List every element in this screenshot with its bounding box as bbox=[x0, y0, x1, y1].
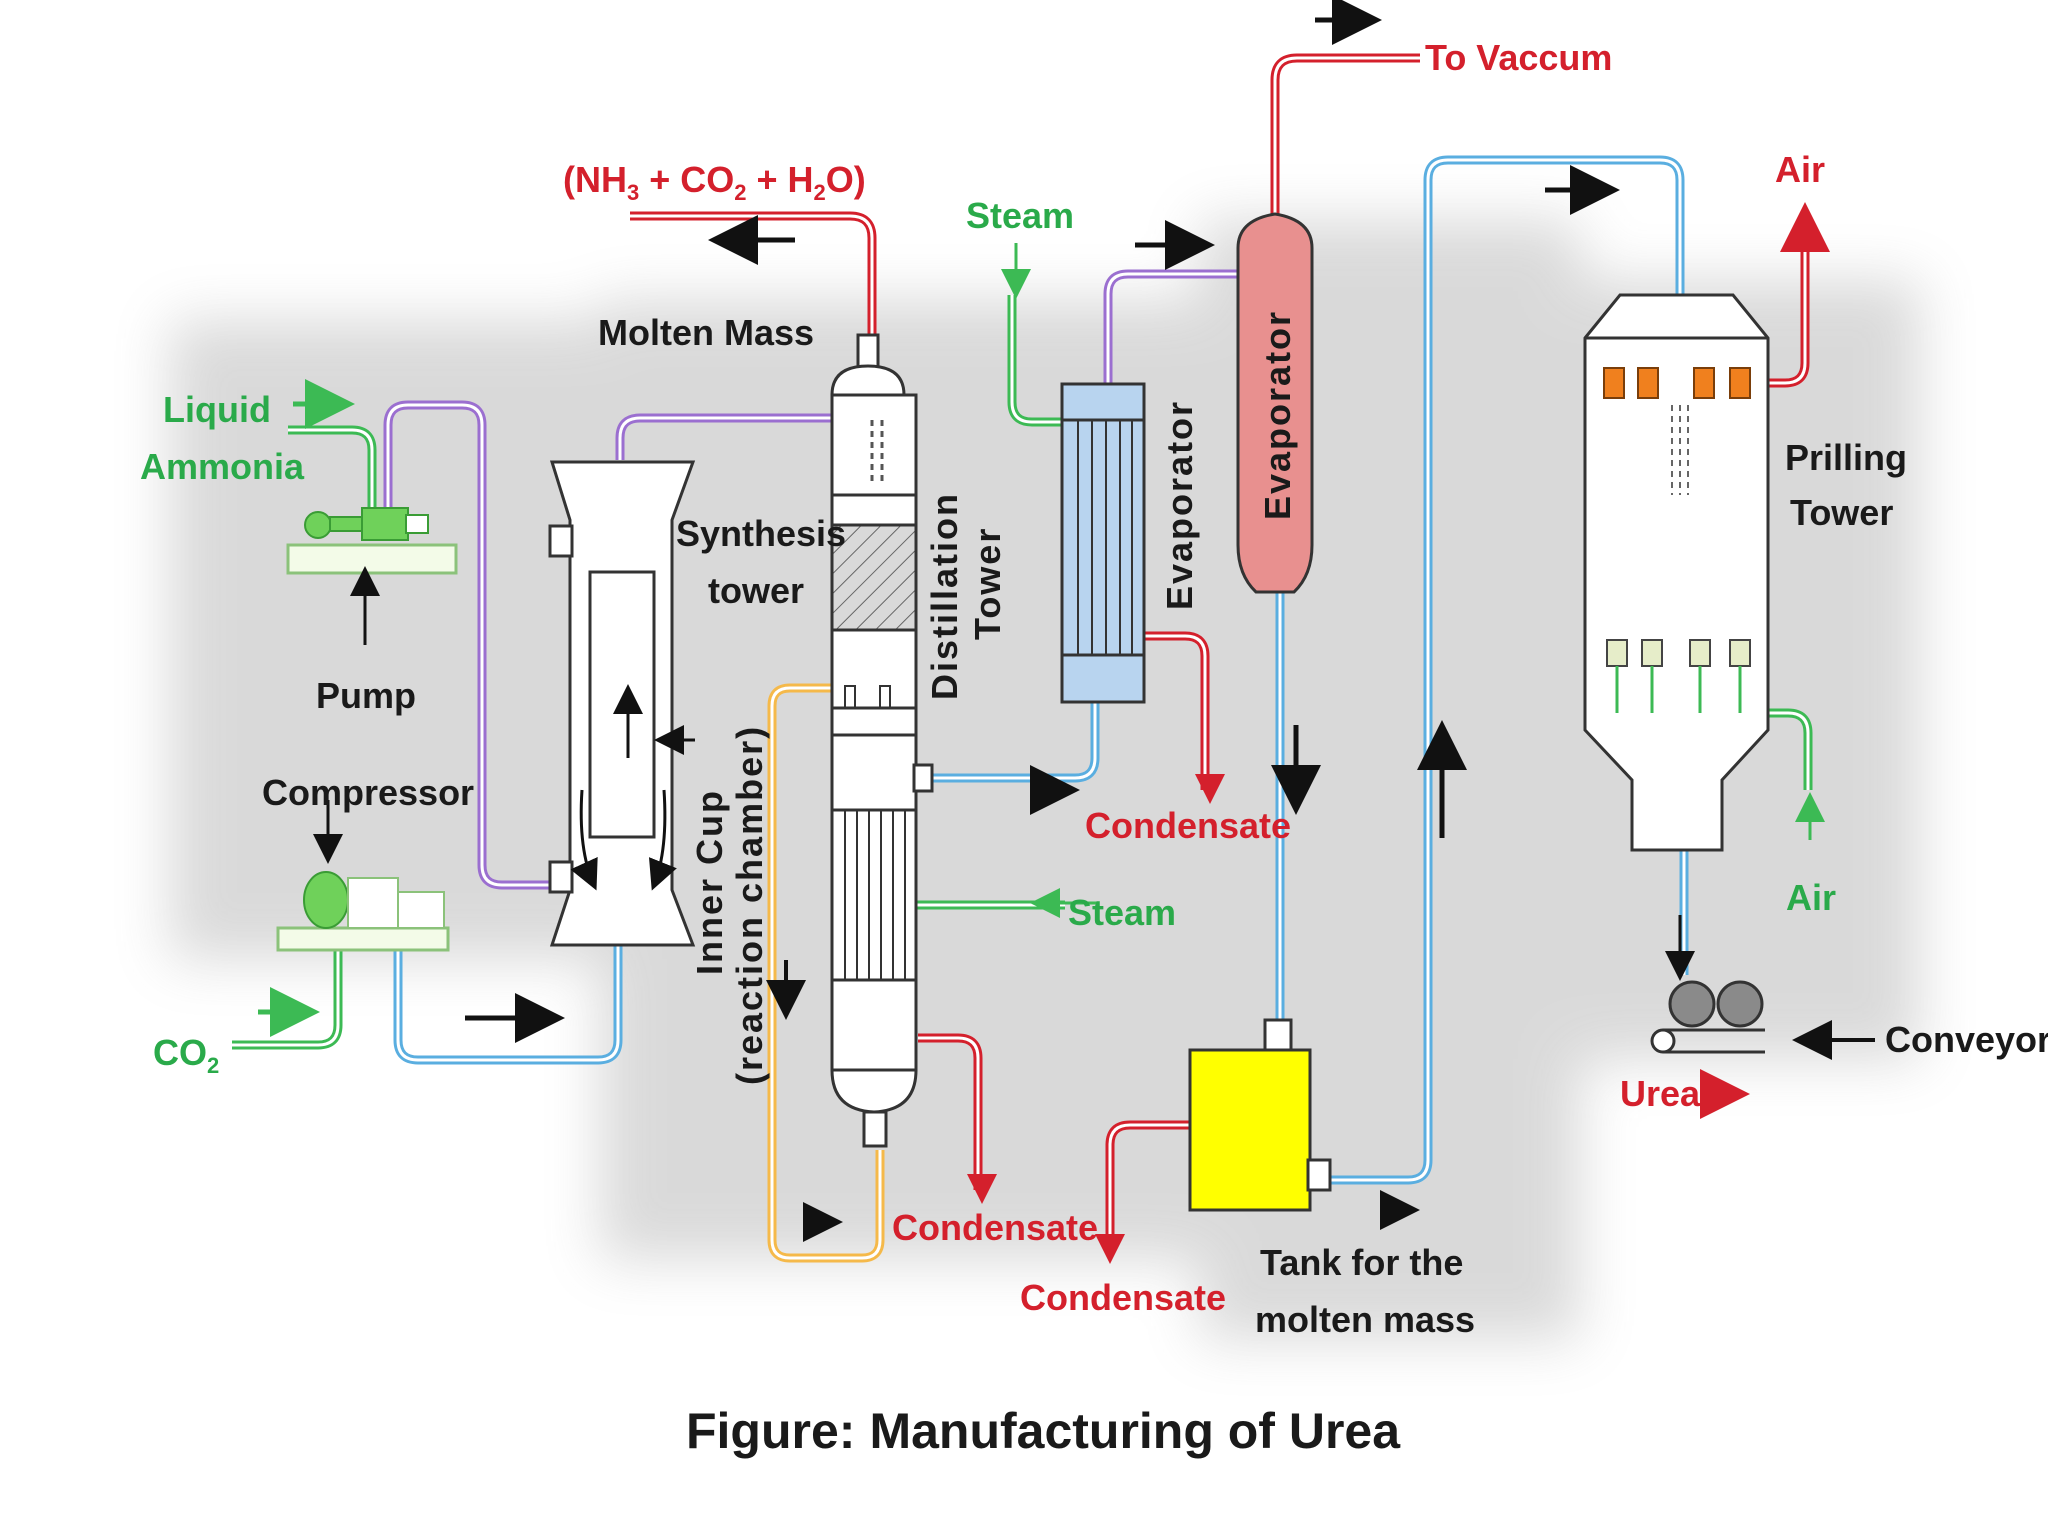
label-nh3-co2-h2o: (NH3 + CO2 + H2O) bbox=[563, 159, 866, 205]
label-steam-mid: Steam bbox=[1068, 892, 1176, 933]
evaporator-big bbox=[1236, 212, 1314, 594]
label-reaction-chamber: (reaction chamber) bbox=[729, 725, 770, 1085]
label-air-top: Air bbox=[1775, 149, 1825, 190]
label-steam-top: Steam bbox=[966, 195, 1074, 236]
pipe-condensate-distillation bbox=[918, 1033, 983, 1190]
label-condensate-evaporator: Condensate bbox=[1085, 805, 1291, 846]
pipe-to-vacuum bbox=[1270, 53, 1420, 220]
label-distillation: Distillation bbox=[924, 492, 965, 700]
label-ammonia: Ammonia bbox=[140, 446, 305, 487]
pipe-air-out bbox=[1755, 250, 1810, 388]
pipe-condensate-tank bbox=[1105, 1120, 1190, 1250]
label-condensate-distillation: Condensate bbox=[892, 1207, 1098, 1248]
label-urea: Urea bbox=[1620, 1073, 1701, 1114]
label-conveyor: Conveyor bbox=[1885, 1019, 2048, 1060]
pipe-synthesis-to-distillation bbox=[615, 413, 868, 460]
label-to-vaccum: To Vaccum bbox=[1425, 37, 1612, 78]
label-prilling: Prilling bbox=[1785, 437, 1907, 478]
pipe-ammonia-feed bbox=[383, 400, 560, 890]
conveyor-belt bbox=[1650, 980, 1765, 1054]
label-distillation-tower: Tower bbox=[967, 527, 1008, 640]
synthesis-tower bbox=[548, 460, 696, 947]
flow-arrows bbox=[258, 0, 1875, 1264]
pipe-tank-to-prilling bbox=[1328, 155, 1685, 1185]
label-pump: Pump bbox=[316, 675, 416, 716]
figure-caption: Figure:Manufacturing of Urea bbox=[686, 1403, 1401, 1459]
compressor bbox=[276, 871, 450, 952]
label-molten-mass: Molten Mass bbox=[598, 312, 814, 353]
label-liquid: Liquid bbox=[163, 389, 271, 430]
pipe-evaporator-link bbox=[1103, 269, 1240, 384]
label-evaporator-small: Evaporator bbox=[1159, 400, 1200, 610]
distillation-tower bbox=[830, 333, 934, 1148]
pipe-steam-evaporator bbox=[1007, 295, 1062, 427]
label-evaporator-big: Evaporator bbox=[1257, 310, 1298, 520]
label-prilling-tower: Tower bbox=[1790, 492, 1893, 533]
label-co2: CO2 bbox=[153, 1032, 219, 1078]
label-condensate-tank: Condensate bbox=[1020, 1277, 1226, 1318]
label-tank-line2: molten mass bbox=[1255, 1299, 1475, 1340]
label-synthesis-tower: tower bbox=[708, 570, 804, 611]
pipe-co2-in bbox=[232, 940, 343, 1050]
label-inner-cup: Inner Cup bbox=[689, 789, 730, 975]
label-air-bottom: Air bbox=[1786, 877, 1836, 918]
evaporator-small bbox=[1060, 382, 1146, 704]
pipe-condensate-evaporator bbox=[1145, 631, 1210, 790]
pipe-co2-feed bbox=[393, 790, 623, 1065]
molten-mass-tank bbox=[1188, 1018, 1332, 1212]
pipe-recycle-loop bbox=[767, 683, 885, 1263]
pipe-liquid-ammonia-in bbox=[288, 425, 377, 515]
label-synthesis: Synthesis bbox=[676, 513, 846, 554]
pipe-nh3-outlet bbox=[630, 211, 877, 340]
label-tank-line1: Tank for the bbox=[1260, 1242, 1463, 1283]
label-compressor: Compressor bbox=[262, 772, 474, 813]
pipe-air-prilling bbox=[1618, 708, 1813, 790]
prilling-tower bbox=[1583, 293, 1770, 852]
